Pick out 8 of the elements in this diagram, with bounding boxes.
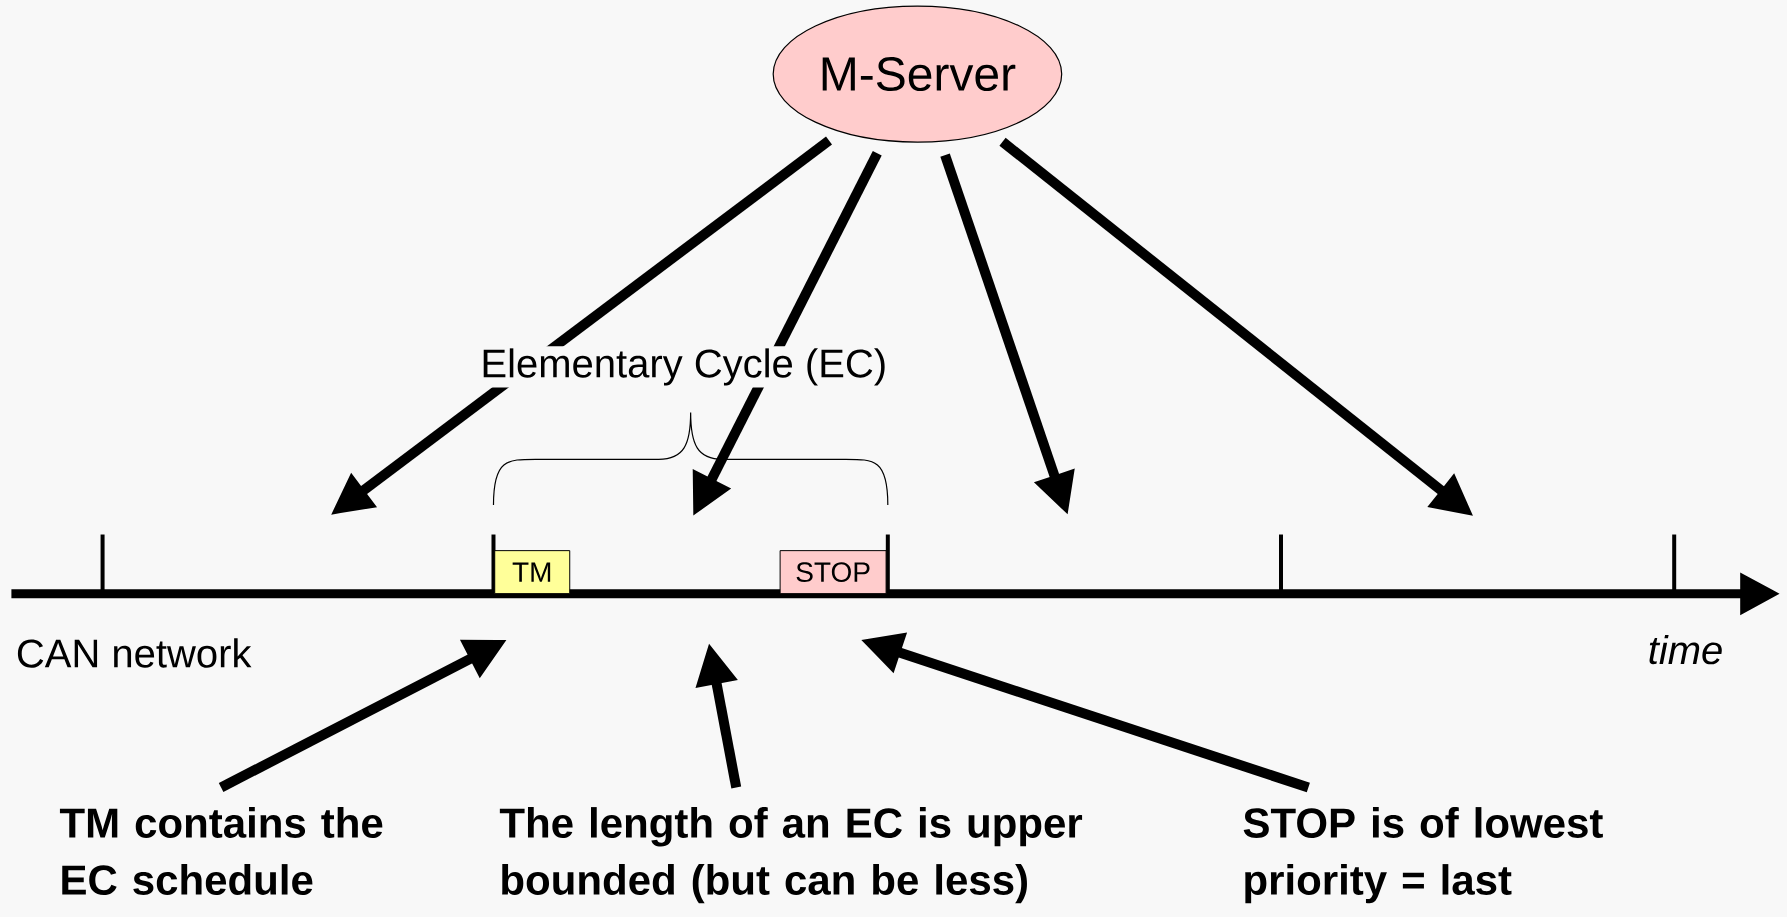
axis-label: CAN network — [13, 636, 254, 670]
axis-label: time — [1645, 632, 1726, 667]
message-box: TM — [494, 549, 571, 594]
note-text: STOP is of lowest priority = last — [1243, 806, 1603, 904]
brace-label: Elementary Cycle (EC) — [478, 346, 890, 388]
note-text: TM contains the EC schedule — [59, 806, 383, 895]
note-text: The length of an EC is upper bounded (but can be less) — [499, 806, 1083, 904]
message-box: STOP — [779, 549, 887, 594]
